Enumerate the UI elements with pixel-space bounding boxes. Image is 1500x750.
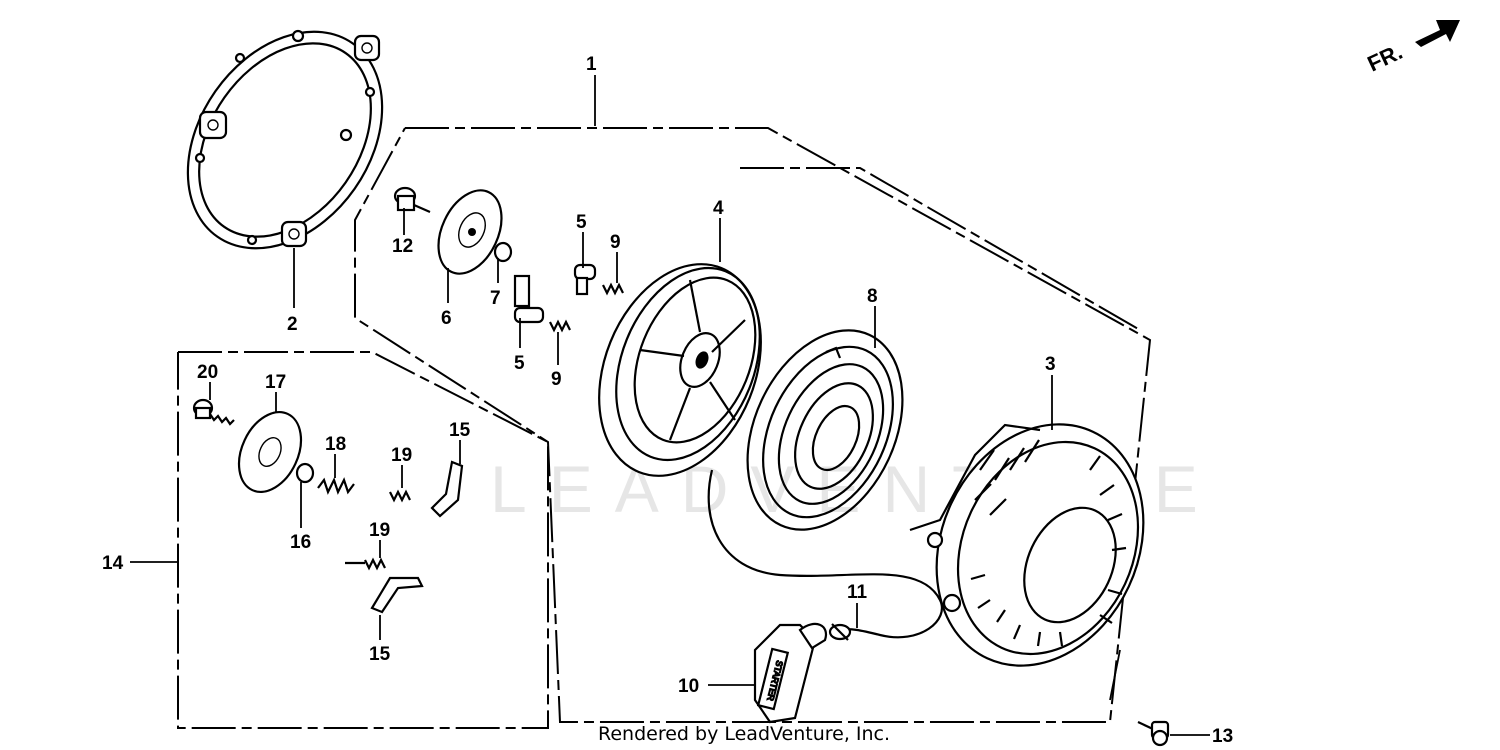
- part-17-ratchet: [237, 411, 303, 493]
- part-7-washer: [493, 241, 513, 263]
- callout-7: 7: [490, 288, 501, 309]
- part-11-rope-knot: [828, 623, 852, 641]
- part-2-ring: [186, 29, 384, 250]
- part-6-ratchet-plate: [437, 189, 503, 275]
- part-9-spring-upper: [602, 282, 624, 296]
- callout-19-upper: 19: [391, 445, 412, 466]
- callout-4: 4: [713, 198, 724, 219]
- part-20-bolt: [192, 398, 235, 426]
- callout-6: 6: [441, 308, 452, 329]
- callout-10: 10: [678, 676, 699, 697]
- leader-lines: [130, 75, 1210, 736]
- callout-3: 3: [1045, 354, 1056, 375]
- credit-text: Rendered by LeadVenture, Inc.: [598, 723, 890, 745]
- callout-14: 14: [102, 553, 124, 574]
- callout-19-lower: 19: [369, 520, 390, 541]
- part-5-pawl-lower: [513, 274, 545, 324]
- part-9-spring-lower: [549, 319, 571, 333]
- callout-15-lower: 15: [369, 644, 391, 665]
- callout-13: 13: [1212, 726, 1233, 747]
- callout-5-lower: 5: [514, 353, 525, 374]
- callout-1: 1: [586, 54, 597, 75]
- callout-5-upper: 5: [576, 212, 587, 233]
- part-15-pawl-upper: [430, 460, 464, 518]
- part-19-clip-lower: [345, 557, 386, 571]
- part-16-washer: [295, 462, 315, 484]
- front-direction-indicator: FR.: [1364, 20, 1460, 77]
- callout-20: 20: [197, 362, 218, 383]
- assembly-frame-14: [177, 351, 549, 729]
- part-5-pawl-upper: [573, 263, 597, 296]
- callout-numbers: 1 2 3 4 5 5 6 7 8 9 9 10 11 12 13 14 15 …: [102, 54, 1233, 747]
- starter-rope: [707, 469, 943, 639]
- part-18-spring: [317, 477, 355, 495]
- part-8-recoil-spring: [746, 329, 904, 531]
- callout-17: 17: [265, 372, 286, 393]
- assembly-frame-4: [740, 167, 1141, 331]
- callout-9-lower: 9: [551, 369, 562, 390]
- part-10-handle: [753, 622, 828, 724]
- callout-16: 16: [290, 532, 311, 553]
- part-3-starter-case: [909, 423, 1145, 667]
- callout-11: 11: [847, 582, 868, 603]
- part-19-clip-upper: [389, 489, 411, 503]
- part-15-pawl-lower: [370, 576, 424, 614]
- callout-2: 2: [287, 314, 298, 335]
- front-label: FR.: [1364, 39, 1407, 77]
- part-12-bolt: [393, 186, 431, 214]
- callout-8: 8: [867, 286, 878, 307]
- assembly-frame-1: [354, 127, 1152, 723]
- callout-18: 18: [325, 434, 346, 455]
- part-13-flange-bolt: [1137, 720, 1170, 747]
- callout-12: 12: [392, 236, 413, 257]
- callout-9-upper: 9: [610, 232, 621, 253]
- callout-15-upper: 15: [449, 420, 471, 441]
- front-arrow-icon: [1415, 20, 1460, 47]
- part-4-reel: [598, 263, 762, 477]
